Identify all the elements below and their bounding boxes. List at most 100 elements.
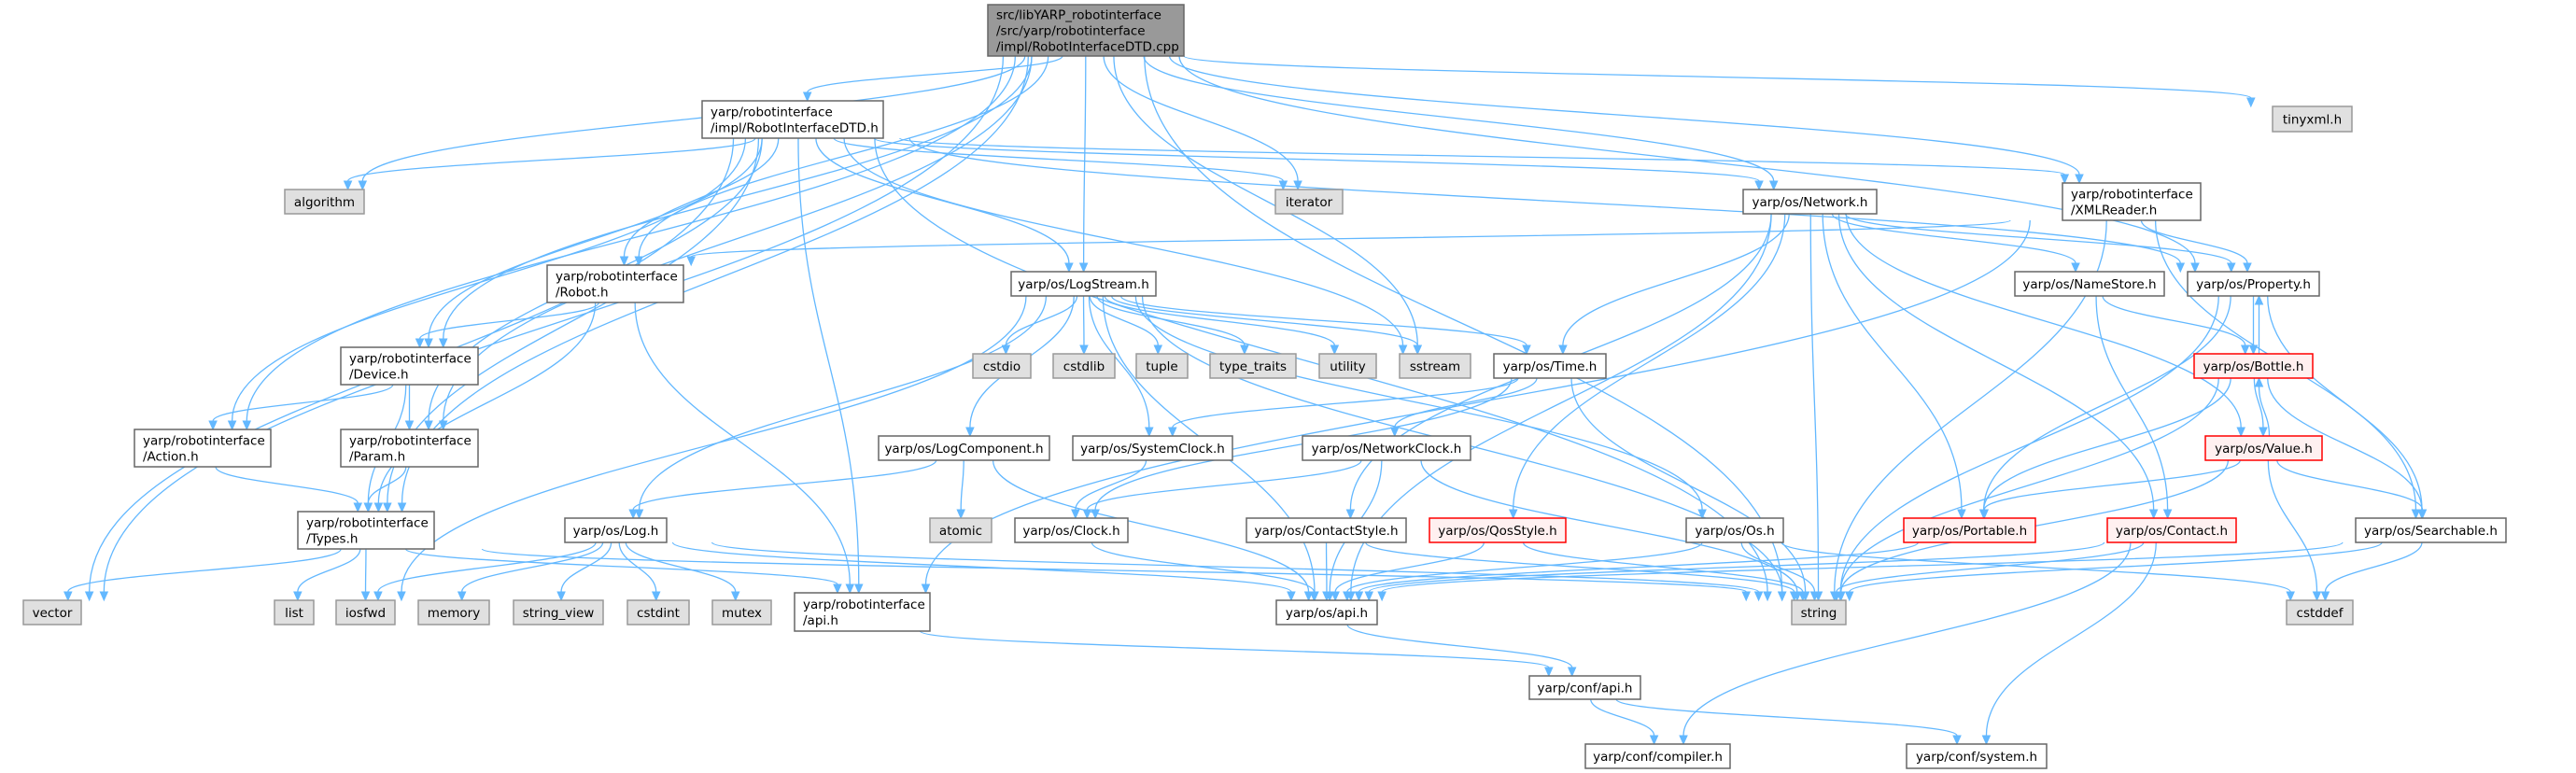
node-contactstyle[interactable]: yarp/os/ContactStyle.h <box>1246 517 1407 543</box>
node-cstdlib[interactable]: cstdlib <box>1052 353 1116 379</box>
node-xmlreader[interactable]: yarp/robotinterface/XMLReader.h <box>2062 182 2202 221</box>
node-networkclock[interactable]: yarp/os/NetworkClock.h <box>1302 435 1471 461</box>
edge-value-to-portable <box>1983 459 2241 511</box>
arrowhead <box>1558 344 1568 356</box>
arrowhead <box>1649 735 1659 746</box>
node-atomic[interactable]: atomic <box>929 517 992 543</box>
node-label: yarp/robotinterface <box>803 597 925 612</box>
edge-network-to-value <box>1845 213 2242 429</box>
node-value[interactable]: yarp/os/Value.h <box>2204 435 2323 461</box>
node-label: mutex <box>722 606 762 621</box>
node-string[interactable]: string <box>1791 599 1847 625</box>
edge-os-to-cstddef <box>1781 541 2291 593</box>
node-contact[interactable]: yarp/os/Contact.h <box>2106 517 2237 543</box>
arrowhead <box>438 338 448 349</box>
node-label: cstdint <box>637 606 680 621</box>
node-algorithm[interactable]: algorithm <box>284 189 365 215</box>
node-compiler[interactable]: yarp/conf/compiler.h <box>1584 743 1731 769</box>
node-tuple[interactable]: tuple <box>1135 353 1189 379</box>
node-utility[interactable]: utility <box>1318 353 1377 379</box>
arrowhead <box>2243 262 2252 274</box>
node-logstream[interactable]: yarp/os/LogStream.h <box>1010 271 1157 297</box>
edge-network-to-contact <box>1837 213 2155 511</box>
edge-contact-to-os_api <box>1368 541 2105 593</box>
node-list[interactable]: list <box>274 599 315 625</box>
edge-root-to-robot <box>638 55 1049 258</box>
edge-bottle-to-string <box>1839 377 2219 593</box>
arrowhead <box>2226 262 2236 274</box>
node-label: /src/yarp/robotinterface <box>996 24 1146 39</box>
node-system[interactable]: yarp/conf/system.h <box>1906 743 2048 769</box>
edge-robot-to-device <box>418 302 600 340</box>
node-box <box>711 599 772 625</box>
edge-dtd-to-algorithm <box>346 137 756 182</box>
node-label: yarp/os/LogComponent.h <box>884 442 1043 457</box>
node-os[interactable]: yarp/os/Os.h <box>1685 517 1784 543</box>
arrowhead <box>1413 344 1422 356</box>
edge-bottle-to-searchable <box>2267 377 2423 511</box>
edge-dtd-to-xmlreader <box>899 137 2065 176</box>
node-cstddef[interactable]: cstddef <box>2286 599 2354 625</box>
edge-types-to-list <box>297 548 361 593</box>
edge-contactstyle-to-string <box>1365 541 1795 593</box>
node-param[interactable]: yarp/robotinterface/Param.h <box>340 429 479 468</box>
edge-contact-to-system <box>1985 541 2157 737</box>
edge-logstream-to-os <box>1134 295 1703 511</box>
node-namestore[interactable]: yarp/os/NameStore.h <box>2014 271 2165 297</box>
arrowhead <box>1763 591 1772 602</box>
edge-network-to-portable <box>1822 213 1963 511</box>
node-log[interactable]: yarp/os/Log.h <box>564 517 668 543</box>
node-root[interactable]: src/libYARP_robotinterface/src/yarp/robo… <box>987 4 1185 57</box>
node-portable[interactable]: yarp/os/Portable.h <box>1903 517 2036 543</box>
node-dtd[interactable]: yarp/robotinterface/impl/RobotInterfaceD… <box>701 100 884 139</box>
node-qosstyle[interactable]: yarp/os/QosStyle.h <box>1429 517 1567 543</box>
node-memory[interactable]: memory <box>417 599 490 625</box>
node-logcomponent[interactable]: yarp/os/LogComponent.h <box>878 435 1050 461</box>
edge-bottle-to-value <box>2253 377 2264 429</box>
arrowhead <box>373 502 384 513</box>
node-string-view[interactable]: string_view <box>513 599 604 625</box>
node-property[interactable]: yarp/os/Property.h <box>2187 271 2320 297</box>
arrowhead <box>1322 591 1331 602</box>
node-vector[interactable]: vector <box>22 599 82 625</box>
arrowhead <box>1079 344 1089 356</box>
arrowhead <box>854 583 864 595</box>
node-label: yarp/robotinterface <box>306 516 429 531</box>
arrowhead <box>1293 180 1302 191</box>
node-cstdio[interactable]: cstdio <box>972 353 1032 379</box>
node-action[interactable]: yarp/robotinterface/Action.h <box>134 429 272 468</box>
node-cstdint[interactable]: cstdint <box>626 599 690 625</box>
node-network[interactable]: yarp/os/Network.h <box>1742 189 1878 215</box>
node-sstream[interactable]: sstream <box>1399 353 1471 379</box>
node-label: yarp/os/Time.h <box>1503 359 1598 374</box>
node-box <box>340 346 479 386</box>
arrowhead <box>1240 344 1249 356</box>
node-ri-api[interactable]: yarp/robotinterface/api.h <box>794 592 931 632</box>
node-conf-api[interactable]: yarp/conf/api.h <box>1528 675 1641 700</box>
arrowhead <box>1845 591 1854 602</box>
node-bottle[interactable]: yarp/os/Bottle.h <box>2193 353 2314 379</box>
node-box <box>284 189 365 215</box>
node-robot[interactable]: yarp/robotinterface/Robot.h <box>546 264 684 303</box>
node-systemclock[interactable]: yarp/os/SystemClock.h <box>1072 435 1233 461</box>
arrowhead <box>2071 262 2080 274</box>
edge-logcomponent-to-os_api <box>992 459 1310 593</box>
node-label: yarp/os/Network.h <box>1753 195 1868 210</box>
node-iosfwd[interactable]: iosfwd <box>335 599 396 625</box>
arrowhead <box>2190 262 2200 274</box>
node-clock[interactable]: yarp/os/Clock.h <box>1014 517 1129 543</box>
node-label: yarp/os/Log.h <box>573 524 659 539</box>
node-types[interactable]: yarp/robotinterface/Types.h <box>297 511 435 550</box>
node-mutex[interactable]: mutex <box>711 599 772 625</box>
node-time[interactable]: yarp/os/Time.h <box>1493 353 1607 379</box>
node-searchable[interactable]: yarp/os/Searchable.h <box>2355 517 2507 543</box>
arrowhead <box>921 583 931 595</box>
node-type-traits[interactable]: type_traits <box>1209 353 1297 379</box>
edge-value-to-bottle <box>2258 386 2271 437</box>
node-label: yarp/os/Property.h <box>2196 277 2311 292</box>
node-tinyxml[interactable]: tinyxml.h <box>2272 105 2353 133</box>
node-device[interactable]: yarp/robotinterface/Device.h <box>340 346 479 386</box>
node-iterator[interactable]: iterator <box>1274 189 1344 215</box>
node-os-api[interactable]: yarp/os/api.h <box>1275 599 1378 625</box>
arrowhead <box>2254 376 2264 387</box>
